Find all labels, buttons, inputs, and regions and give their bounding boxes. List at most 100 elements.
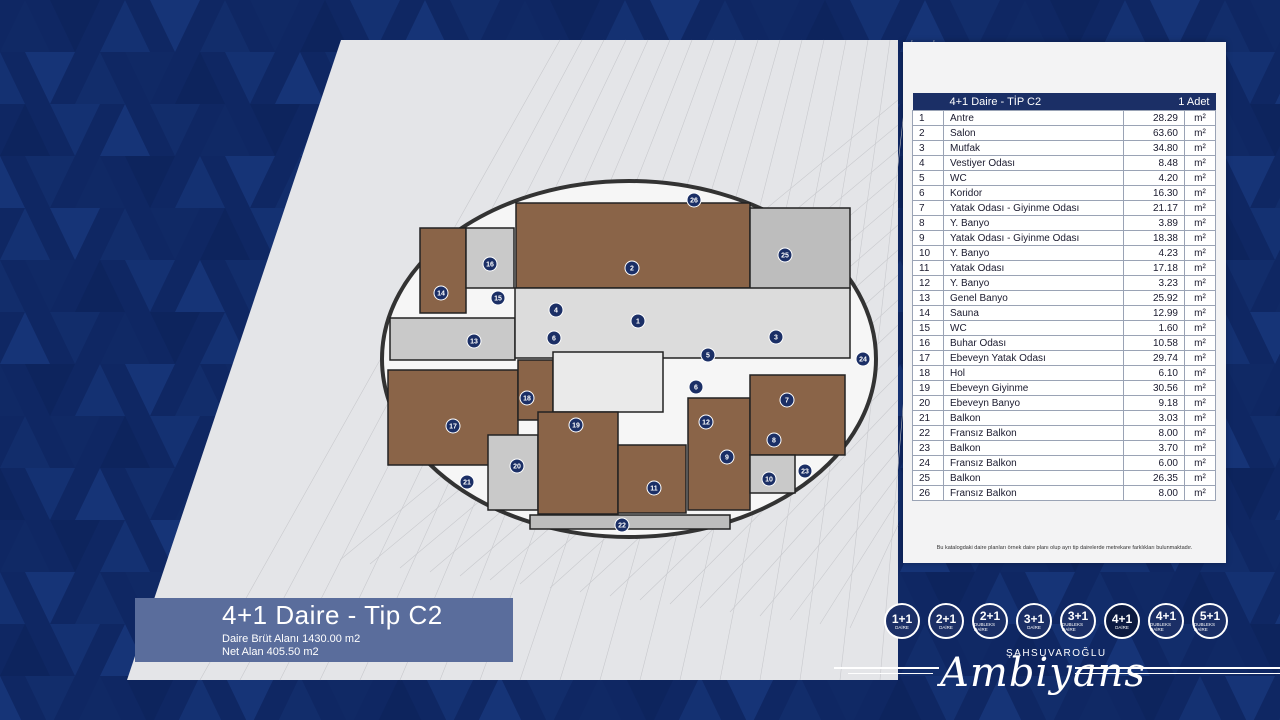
plan-marker-label: 13 bbox=[470, 339, 478, 346]
room-area: 10.58 bbox=[1123, 335, 1185, 351]
room-area: 6.00 bbox=[1123, 455, 1185, 471]
room-area: 1.60 bbox=[1123, 320, 1185, 336]
room-unit: m² bbox=[1184, 425, 1216, 441]
room-name: Ebeveyn Yatak Odası bbox=[943, 350, 1124, 366]
room-name: Genel Banyo bbox=[943, 290, 1124, 306]
plan-marker bbox=[761, 471, 777, 487]
room-unit: m² bbox=[1184, 350, 1216, 366]
room-area: 4.23 bbox=[1123, 245, 1185, 261]
room-area: 17.18 bbox=[1123, 260, 1185, 276]
plan-marker-label: 10 bbox=[765, 477, 773, 484]
plan-marker bbox=[768, 329, 784, 345]
room-area: 8.48 bbox=[1123, 155, 1185, 171]
room-name: Ebeveyn Banyo bbox=[943, 395, 1124, 411]
room-entrance-kitchen bbox=[514, 287, 851, 359]
plan-marker bbox=[779, 392, 795, 408]
badge-type: 5+1 bbox=[1199, 609, 1221, 623]
room-name: Ebeveyn Giyinme bbox=[943, 380, 1124, 396]
plan-marker bbox=[459, 474, 475, 490]
room-general-bath bbox=[389, 317, 516, 361]
room-name: Y. Banyo bbox=[943, 215, 1124, 231]
room-number: 9 bbox=[912, 230, 944, 246]
room-number: 17 bbox=[912, 350, 944, 366]
plan-marker-label: 9 bbox=[725, 455, 729, 462]
room-name: WC bbox=[943, 320, 1124, 336]
plan-marker-label: 18 bbox=[523, 396, 531, 403]
room-area: 8.00 bbox=[1123, 485, 1185, 501]
room-area: 63.60 bbox=[1123, 125, 1185, 141]
badge-type: 4+1 bbox=[1111, 611, 1133, 626]
room-name: Yatak Odası bbox=[943, 260, 1124, 276]
room-bedroom-7 bbox=[749, 374, 846, 456]
badge-type: 4+1 bbox=[1155, 609, 1177, 623]
plan-marker bbox=[546, 330, 562, 346]
room-unit: m² bbox=[1184, 485, 1216, 501]
room-unit: m² bbox=[1184, 245, 1216, 261]
room-area: 6.10 bbox=[1123, 365, 1185, 381]
room-number: 22 bbox=[912, 425, 944, 441]
badge-type: 2+1 bbox=[935, 611, 957, 626]
room-name: Yatak Odası - Giyinme Odası bbox=[943, 200, 1124, 216]
room-area: 3.03 bbox=[1123, 410, 1185, 426]
room-unit: m² bbox=[1184, 230, 1216, 246]
badge-type: 3+1 bbox=[1023, 611, 1045, 626]
room-number: 2 bbox=[912, 125, 944, 141]
plan-marker bbox=[719, 449, 735, 465]
brand-company: ŞAHSUVAROĞLU bbox=[1006, 648, 1107, 659]
room-name: Balkon bbox=[943, 440, 1124, 456]
brand-line-left-thin bbox=[848, 673, 933, 674]
plan-marker bbox=[509, 458, 525, 474]
room-name: Hol bbox=[943, 365, 1124, 381]
room-area: 3.23 bbox=[1123, 275, 1185, 291]
badge-type: 1+1 bbox=[891, 611, 913, 626]
room-name: Yatak Odası - Giyinme Odası bbox=[943, 230, 1124, 246]
room-balcony-25 bbox=[749, 207, 851, 291]
room-area: 30.56 bbox=[1123, 380, 1185, 396]
room-name: Fransız Balkon bbox=[943, 425, 1124, 441]
gross-area: Daire Brüt Alanı 1430.00 m2 bbox=[222, 633, 361, 645]
room-number: 10 bbox=[912, 245, 944, 261]
plan-marker bbox=[614, 517, 630, 533]
room-name: Sauna bbox=[943, 305, 1124, 321]
plan-marker-label: 6 bbox=[552, 336, 556, 343]
plan-marker-label: 24 bbox=[859, 357, 867, 364]
plan-marker-label: 6 bbox=[694, 385, 698, 392]
room-unit: m² bbox=[1184, 440, 1216, 456]
room-number: 14 bbox=[912, 305, 944, 321]
room-unit: m² bbox=[1184, 395, 1216, 411]
floor-plan: 1234566789101112131415161718192021222324… bbox=[387, 192, 871, 533]
room-area: 3.70 bbox=[1123, 440, 1185, 456]
plan-marker bbox=[490, 290, 506, 306]
room-area: 18.38 bbox=[1123, 230, 1185, 246]
badge-type: 2+1 bbox=[979, 609, 1001, 623]
plan-marker-label: 14 bbox=[437, 291, 445, 298]
plan-marker bbox=[700, 347, 716, 363]
room-number: 8 bbox=[912, 215, 944, 231]
room-name: Koridor bbox=[943, 185, 1124, 201]
room-area: 9.18 bbox=[1123, 395, 1185, 411]
room-number: 23 bbox=[912, 440, 944, 456]
room-area: 29.74 bbox=[1123, 350, 1185, 366]
plan-marker-label: 8 bbox=[772, 438, 776, 445]
room-unit: m² bbox=[1184, 125, 1216, 141]
room-area: 8.00 bbox=[1123, 425, 1185, 441]
room-unit: m² bbox=[1184, 305, 1216, 321]
room-number: 16 bbox=[912, 335, 944, 351]
room-area: 21.17 bbox=[1123, 200, 1185, 216]
